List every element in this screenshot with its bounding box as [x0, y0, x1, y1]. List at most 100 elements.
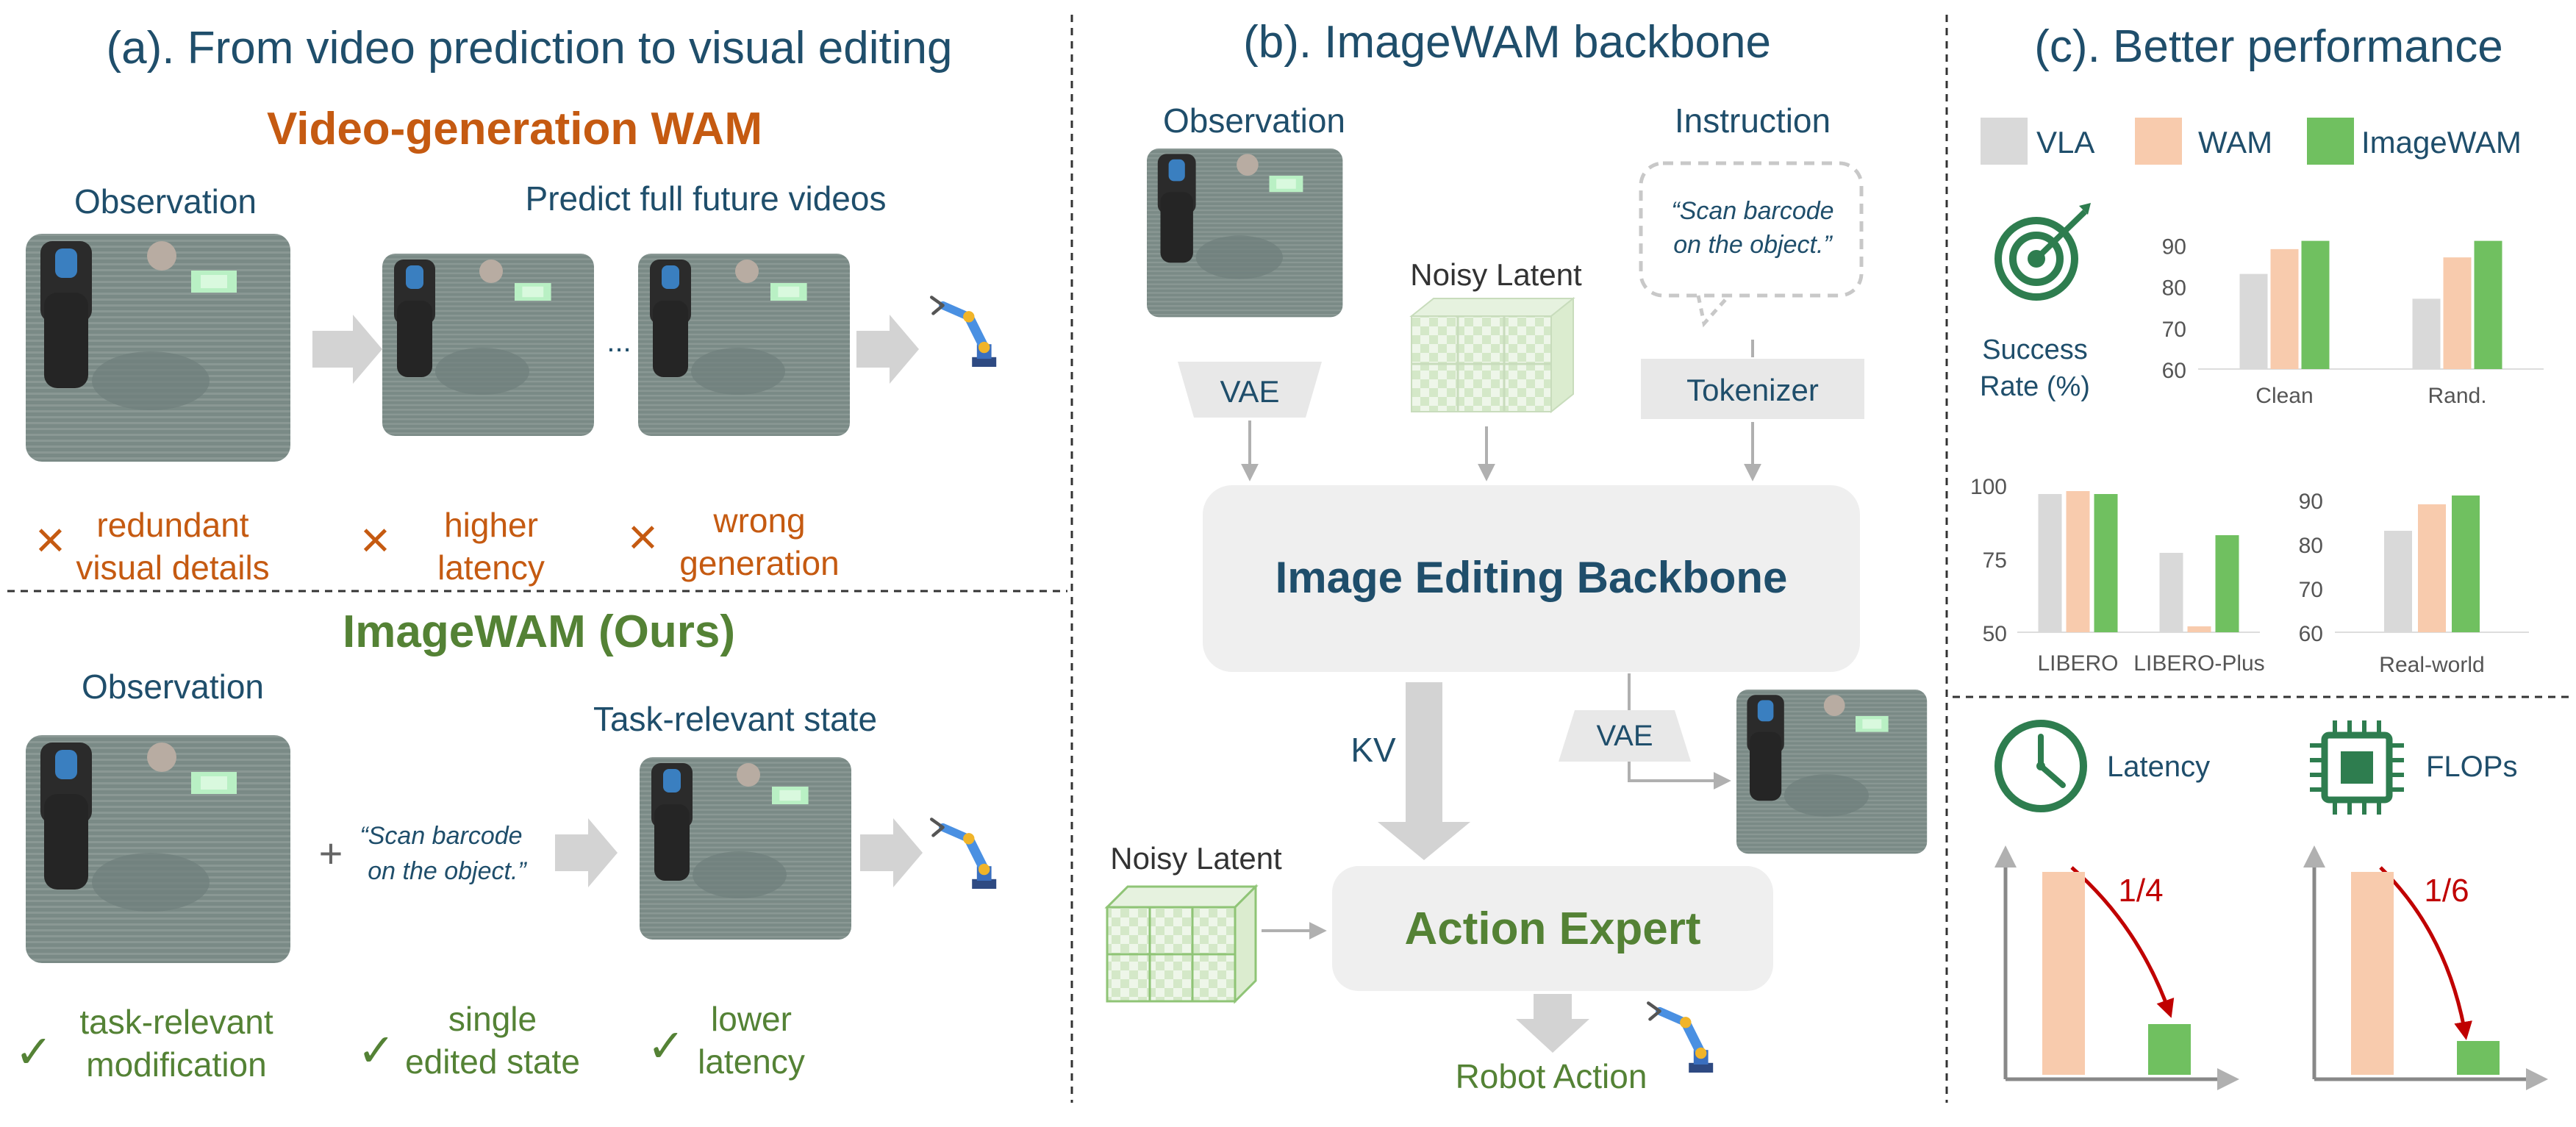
observation-label-b: Observation [1163, 101, 1345, 140]
check-icon: ✓ [357, 1026, 396, 1076]
flops-label: FLOPs [2426, 751, 2517, 783]
pro-2-line1: single [448, 1000, 537, 1038]
legend-swatch-wam [2135, 118, 2182, 165]
reduction-bar-imagewam [2148, 1024, 2191, 1075]
vae-encoder [1178, 362, 1322, 418]
pro-1-line1: task-relevant [79, 1003, 273, 1041]
y-tick-label: 60 [2299, 622, 2323, 646]
kv-arrow [1378, 682, 1470, 860]
y-tick-label: 90 [2299, 490, 2323, 514]
cross-icon: × [360, 511, 390, 568]
x-tick-label: Clean [2255, 384, 2313, 408]
legend-label-vla: VLA [2036, 125, 2094, 160]
bar-imagewam [2301, 240, 2330, 369]
noisy-latent-label-2: Noisy Latent [1110, 841, 1282, 876]
noisy-latent-cube-bottom [1104, 884, 1259, 1004]
arrow-expert-action [1516, 994, 1589, 1053]
arrow-vae-output [1628, 763, 1731, 790]
bar-wam [2187, 626, 2211, 632]
bar-imagewam [2452, 495, 2480, 632]
bar-imagewam [2094, 494, 2118, 632]
instruction-text-a-line2: on the object.” [368, 857, 527, 885]
backbone-label: Image Editing Backbone [1276, 553, 1788, 602]
robot-arm-icon [1648, 1003, 1713, 1073]
latency-ratio: 1/4 [2118, 873, 2163, 909]
task-state-label: Task-relevant state [593, 700, 877, 738]
noisy-latent-cube-top [1409, 296, 1575, 414]
y-tick-label: 75 [1983, 548, 2007, 573]
bar-wam [2443, 257, 2472, 369]
latency-label: Latency [2107, 751, 2210, 783]
x-tick-label: Rand. [2427, 384, 2486, 408]
instruction-text-b-line1: “Scan barcode [1671, 197, 1833, 225]
pro-2-line2: edited state [405, 1042, 580, 1081]
flops-reduction-arrow [2379, 866, 2472, 1040]
bar-vla [2384, 531, 2412, 632]
y-tick-label: 70 [2299, 578, 2323, 602]
robot-action-label: Robot Action [1456, 1057, 1647, 1095]
arrow-a2 [856, 315, 919, 384]
y-tick-label: 100 [1970, 475, 2007, 499]
con-1-line1: redundant [96, 506, 248, 544]
ellipsis: ... [607, 326, 631, 358]
instruction-bubble [1639, 161, 1864, 298]
tokenizer-label: Tokenizer [1686, 373, 1819, 407]
legend-label-wam: WAM [2198, 125, 2272, 160]
y-tick-label: 90 [2162, 235, 2186, 259]
kv-label: KV [1350, 731, 1396, 769]
x-tick-label: LIBERO [2037, 651, 2118, 676]
robot-arm-icon [931, 819, 996, 889]
future-frame-1 [382, 254, 594, 436]
clock-icon [1994, 720, 2087, 812]
observation-image-b [1147, 149, 1343, 318]
instruction-bubble-tail [1696, 294, 1731, 328]
tokenizer-box [1641, 359, 1864, 419]
panel-c-title: (c). Better performance [2034, 21, 2502, 72]
cross-icon: × [628, 508, 658, 565]
bar-wam [2270, 248, 2299, 369]
instruction-text-b-line2: on the object.” [1673, 231, 1833, 259]
legend-swatch-imagewam [2307, 118, 2354, 165]
video-wam-title: Video-generation WAM [267, 104, 762, 154]
reduction-bar-wam [2351, 872, 2394, 1075]
reduction-bar-imagewam [2457, 1040, 2500, 1075]
image-editing-backbone [1203, 485, 1860, 672]
arrow-a3 [555, 818, 618, 887]
observation-image-a1 [26, 234, 290, 462]
con-2-line2: latency [437, 548, 545, 587]
edited-state-image [640, 757, 851, 940]
decoded-state-image [1736, 690, 1928, 854]
chip-icon [2310, 720, 2404, 815]
legend-label-imagewam: ImageWAM [2361, 125, 2522, 160]
reduction-bars [2042, 872, 2500, 1075]
legend-swatch-vla [1981, 118, 2028, 165]
vae-label: VAE [1220, 374, 1280, 409]
panel-a-title: (a). From video prediction to visual edi… [107, 23, 953, 74]
bar-wam [2066, 491, 2090, 632]
latency-axes [1994, 845, 2239, 1090]
x-tick-label: LIBERO-Plus [2133, 651, 2264, 676]
y-tick-label: 80 [2162, 276, 2186, 301]
bar-vla [2412, 298, 2441, 369]
y-tick-label: 60 [2162, 359, 2186, 383]
pro-3-line2: latency [698, 1042, 805, 1081]
flops-ratio: 1/6 [2424, 873, 2469, 909]
check-icon: ✓ [15, 1027, 53, 1078]
future-frame-2 [638, 254, 850, 436]
bar-vla [2038, 494, 2062, 632]
reduction-bar-wam [2042, 872, 2085, 1075]
y-tick-label: 70 [2162, 318, 2186, 342]
arrow-a1 [312, 315, 382, 384]
vae-label-2: VAE [1596, 720, 1653, 752]
con-2-line1: higher [444, 506, 538, 544]
con-3-line2: generation [679, 544, 839, 582]
check-icon: ✓ [647, 1021, 685, 1072]
imagewam-title: ImageWAM (Ours) [343, 607, 735, 657]
observation-label-a2: Observation [82, 668, 264, 706]
pro-3-line1: lower [711, 1000, 792, 1038]
y-tick-label: 50 [1983, 622, 2007, 646]
instruction-text-a-line1: “Scan barcode [359, 822, 522, 850]
